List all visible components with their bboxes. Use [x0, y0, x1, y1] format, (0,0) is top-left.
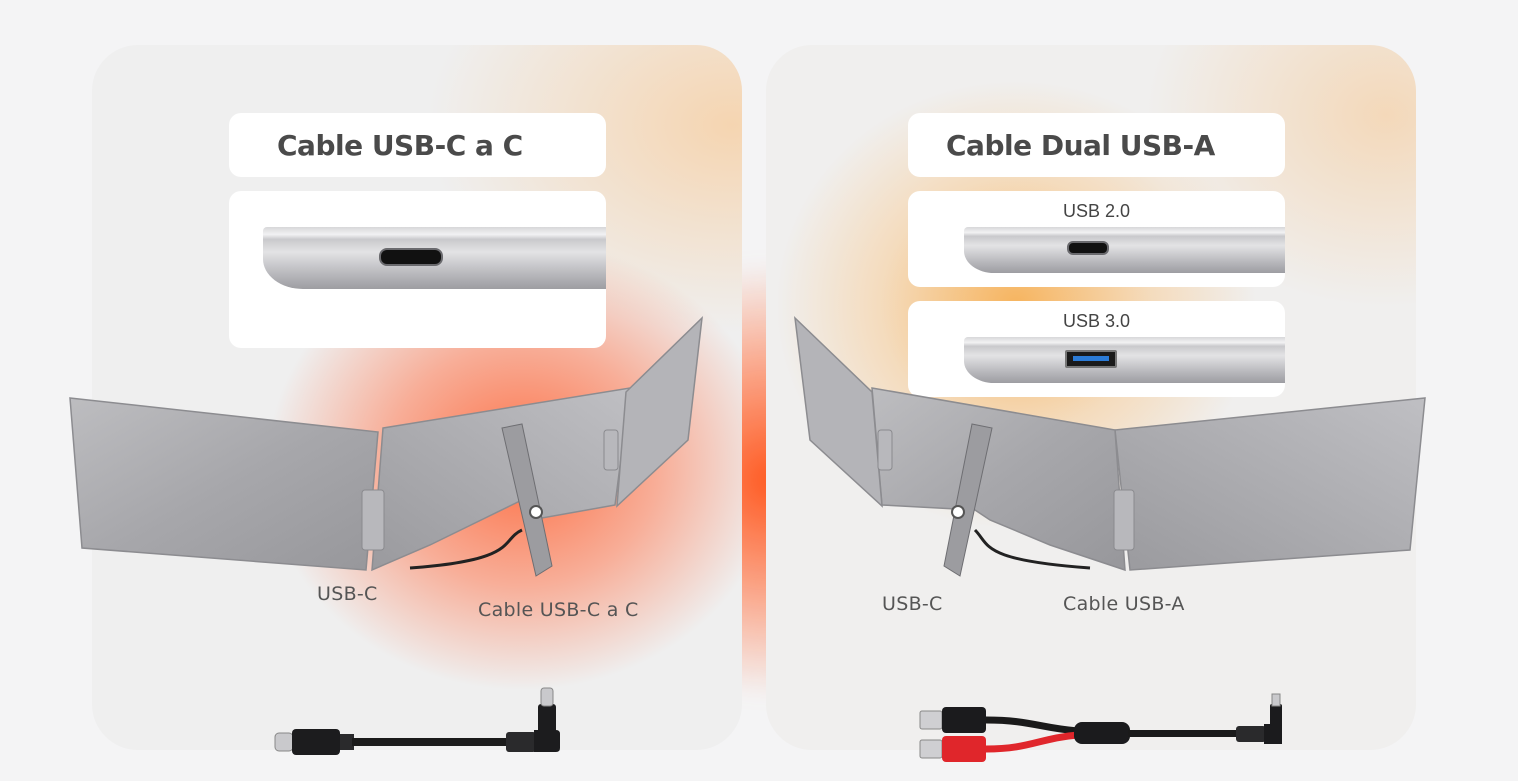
right-tri-monitor-icon — [793, 315, 1426, 577]
dual-usb-a-cable-panel: Cable Dual USB-A USB 2.0 USB 3.0 USB-C C… — [766, 45, 1416, 750]
dual-usb-a-title-card: Cable Dual USB-A — [908, 113, 1285, 177]
usb-c-port-card — [229, 191, 606, 348]
usb3-label: USB 3.0 — [1062, 311, 1131, 331]
usb-a-port-icon — [1065, 350, 1117, 368]
usb2-label: USB 2.0 — [1062, 201, 1131, 221]
panel-title: Cable USB-C a C — [277, 128, 523, 162]
panel-title: Cable Dual USB-A — [946, 128, 1215, 162]
left-tri-monitor-icon — [69, 315, 703, 577]
usb2-port-card: USB 2.0 — [908, 191, 1285, 287]
port-caption: USB-C — [882, 593, 943, 615]
usb-c-to-c-cable-icon — [274, 687, 560, 755]
port-caption: USB-C — [317, 583, 378, 605]
dual-usb-a-cable-icon — [919, 693, 1282, 762]
laptop-side-image — [964, 337, 1285, 383]
cable-caption: Cable USB-C a C — [478, 599, 639, 621]
usb3-port-card: USB 3.0 — [908, 301, 1285, 397]
cable-caption: Cable USB-A — [1063, 593, 1185, 615]
usb-c-title-card: Cable USB-C a C — [229, 113, 606, 177]
usb-c-port-icon — [379, 248, 443, 266]
usb3-blue-tongue — [1073, 356, 1109, 361]
usb-c-port-icon — [1067, 241, 1109, 255]
laptop-side-image — [964, 227, 1285, 273]
